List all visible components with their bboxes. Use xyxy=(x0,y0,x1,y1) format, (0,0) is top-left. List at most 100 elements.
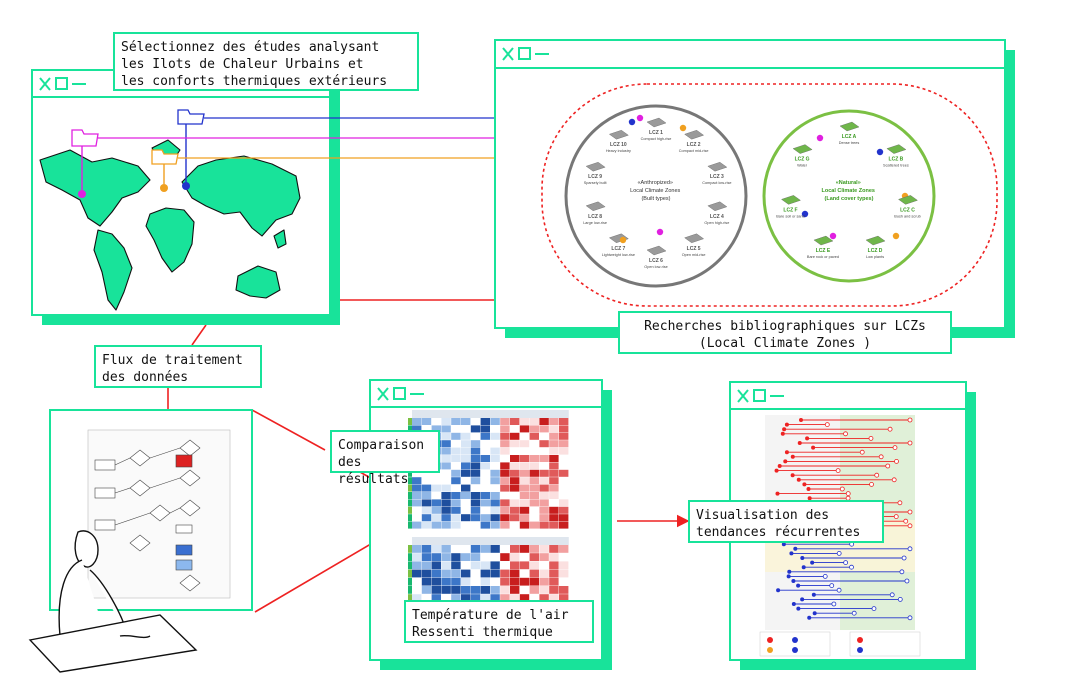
trend-point xyxy=(907,546,913,552)
heat-cell xyxy=(519,577,530,586)
heat-cell xyxy=(539,561,549,570)
heat-cell xyxy=(500,492,510,499)
data-flow-label: Flux de traitement des données xyxy=(94,345,262,388)
row-tag xyxy=(408,521,412,529)
trend-point xyxy=(891,477,897,483)
heat-cell xyxy=(480,499,490,507)
lcz-block-icon xyxy=(792,144,813,154)
heat-cell xyxy=(470,569,481,578)
heat-cell xyxy=(529,418,539,425)
heat-cell xyxy=(451,586,461,594)
study-pin-icon xyxy=(816,134,824,142)
heat-cell xyxy=(480,521,490,529)
heat-cell xyxy=(431,492,441,499)
window-controls-icon xyxy=(39,77,86,91)
window-controls-icon xyxy=(737,389,784,403)
heat-cell xyxy=(539,462,549,470)
heat-cell xyxy=(500,545,510,553)
heat-cell xyxy=(451,484,461,492)
built-lcz-circle xyxy=(564,104,748,288)
heat-cell xyxy=(480,484,490,492)
heat-cell xyxy=(451,545,461,553)
heat-cell xyxy=(539,569,549,578)
heat-cell xyxy=(412,586,422,594)
heat-cell xyxy=(500,425,510,433)
heat-cell xyxy=(510,477,520,485)
trend-point xyxy=(903,518,909,524)
heat-cell xyxy=(412,594,422,602)
lcz-code: LCZ 10 xyxy=(610,142,627,148)
heat-cell xyxy=(470,553,481,561)
heat-cell xyxy=(510,469,520,477)
heat-cell xyxy=(412,577,422,586)
heat-cell xyxy=(441,484,451,492)
heat-cell xyxy=(519,477,530,485)
trend-point xyxy=(907,509,913,515)
heat-cell xyxy=(441,594,451,602)
lcz-code: LCZ 3 xyxy=(710,174,724,180)
heat-cell xyxy=(480,469,490,477)
heat-cell xyxy=(490,432,500,440)
heat-cell xyxy=(549,462,559,470)
heat-cell xyxy=(451,561,461,570)
heat-cell xyxy=(539,447,549,455)
heat-cell xyxy=(461,484,471,492)
trend-point xyxy=(782,427,787,432)
lcz-code: LCZ F xyxy=(783,207,797,213)
lcz-block-icon xyxy=(898,195,918,205)
heat-cell xyxy=(529,447,539,455)
trend-point xyxy=(893,514,899,519)
heat-cell xyxy=(490,577,500,586)
heat-cell xyxy=(500,553,510,561)
compare-results-label: Comparaison des résultats xyxy=(330,430,440,487)
heat-cell xyxy=(549,514,559,522)
lcz-code: LCZ 7 xyxy=(611,246,625,252)
window-controls-icon xyxy=(502,47,549,61)
heat-cell xyxy=(500,462,510,470)
heat-cell xyxy=(441,440,451,448)
heat-cell xyxy=(529,561,539,570)
heat-cell xyxy=(490,521,500,529)
trend-point xyxy=(892,445,898,451)
heat-cell xyxy=(461,492,471,499)
heat-cell xyxy=(519,521,530,529)
heat-cell xyxy=(441,477,451,485)
heat-cell xyxy=(559,506,569,514)
trend-point xyxy=(885,463,891,469)
lcz-name: Low plants xyxy=(866,255,884,259)
lcz-name: Large low-rise xyxy=(583,221,607,225)
flowchart-thumbnail xyxy=(94,439,201,592)
heat-cell xyxy=(519,484,530,492)
heat-cell xyxy=(500,499,510,507)
heat-cell xyxy=(500,594,510,602)
heat-cell xyxy=(431,418,441,425)
heat-cell xyxy=(539,514,549,522)
heat-cell xyxy=(539,594,549,602)
heat-cell xyxy=(549,455,559,462)
heat-cell xyxy=(549,586,559,594)
heat-cell xyxy=(461,594,471,602)
trend-point xyxy=(894,458,899,464)
lcz-block-icon xyxy=(585,162,606,172)
heat-cell xyxy=(461,553,471,561)
trend-point xyxy=(811,445,816,450)
heat-cell xyxy=(412,477,422,485)
heat-cell xyxy=(431,484,441,492)
lcz-code: LCZ 1 xyxy=(649,130,663,136)
heat-cell xyxy=(519,499,530,507)
heat-cell xyxy=(539,545,549,553)
heat-cell xyxy=(539,469,549,477)
map-pins xyxy=(78,124,190,198)
trend-point xyxy=(775,491,780,496)
heat-cell xyxy=(461,477,471,485)
trends-label: Visualisation des tendances récurrentes xyxy=(688,500,884,543)
trend-point xyxy=(774,468,779,473)
trend-point xyxy=(889,592,895,598)
heat-cell xyxy=(549,545,559,553)
heat-cell xyxy=(510,545,520,553)
heat-cell xyxy=(470,469,481,477)
